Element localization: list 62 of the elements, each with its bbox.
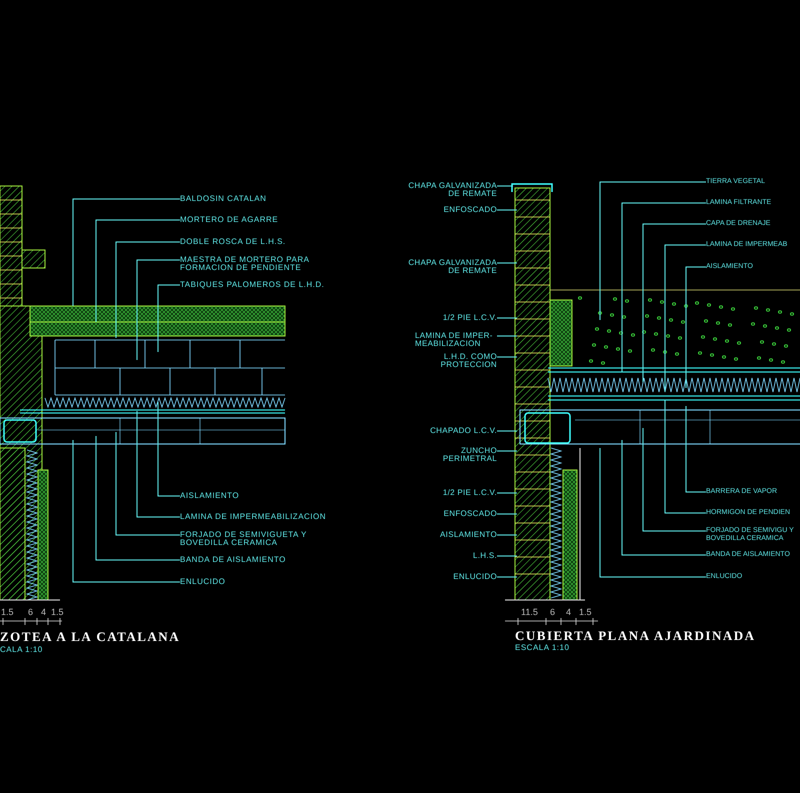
leader-line <box>622 440 706 556</box>
callout-label: L.H.D. COMO PROTECCION <box>435 353 497 369</box>
callout-label: L.H.S. <box>405 552 497 560</box>
leader-line <box>622 202 706 372</box>
dimension-value: 1.5 <box>51 607 64 617</box>
callout-label: AISLAMIENTO <box>180 492 355 500</box>
callout-label: CHAPA GALVANIZADA DE REMATE <box>405 259 497 275</box>
leader-line <box>136 410 180 518</box>
leader-line <box>686 266 706 388</box>
dimension-value: 6 <box>550 607 556 617</box>
leader-line <box>136 260 180 360</box>
scale-note: CALA 1:10 <box>0 645 43 654</box>
callout-label: AISLAMIENTO <box>405 531 497 539</box>
callout-label: ENFOSCADO <box>405 206 497 214</box>
leader-line <box>600 448 706 578</box>
leader-line <box>96 436 180 560</box>
leader-line <box>686 406 706 492</box>
callout-label: 1/2 PIE L.C.V. <box>405 489 497 497</box>
leader-line <box>496 492 518 494</box>
dimension-value: 1.5 <box>579 607 592 617</box>
leader-line <box>96 220 180 322</box>
leader-line <box>72 440 180 582</box>
callout-label: FORJADO DE SEMIVIGUETA Y BOVEDILLA CERAMICA <box>180 531 320 547</box>
leader-line <box>664 400 706 514</box>
callout-label: ZUNCHO PERIMETRAL <box>405 447 497 463</box>
leader-line <box>116 432 180 536</box>
leader-line <box>600 182 706 320</box>
callout-label: CHAPA GALVANIZADA DE REMATE <box>405 182 497 198</box>
callout-label: ENLUCIDO <box>180 578 355 586</box>
callout-label: MAESTRA DE MORTERO PARA FORMACION DE PENDIENTE <box>180 256 325 272</box>
leader-line <box>158 402 180 496</box>
leader-line <box>496 262 518 264</box>
dimension-value: 11.5 <box>521 607 538 617</box>
dimension-value: 1.5 <box>1 607 14 617</box>
leader-line <box>158 284 180 352</box>
leader-line <box>496 430 518 432</box>
leader-line <box>496 356 518 358</box>
dimension-value: 4 <box>41 607 46 617</box>
leader-line <box>116 242 180 338</box>
leader-line <box>496 534 518 536</box>
dimension-value: 4 <box>566 607 572 617</box>
leader-line <box>496 450 518 452</box>
callout-label: ENLUCIDO <box>405 573 497 581</box>
callout-label: LAMINA DE IMPERMEABILIZACION <box>180 513 355 521</box>
leader-line <box>642 428 706 532</box>
leader-line <box>664 244 706 392</box>
callout-label: ENFOSCADO <box>405 510 497 518</box>
callout-label: BALDOSIN CATALAN <box>180 195 355 203</box>
leader-line <box>642 224 706 382</box>
callout-label: LAMINA DE IMPER-MEABILIZACION <box>415 332 497 348</box>
callout-label: DOBLE ROSCA DE L.H.S. <box>180 238 355 246</box>
callout-label: MORTERO DE AGARRE <box>180 216 355 224</box>
drawing-title: CUBIERTA PLANA AJARDINADA <box>515 629 756 643</box>
callout-label: 1/2 PIE L.C.V. <box>405 314 497 322</box>
leader-line <box>72 198 180 306</box>
callout-label: BANDA DE AISLAMIENTO <box>180 556 355 564</box>
scale-note: ESCALA 1:10 <box>515 643 570 652</box>
callout-label: CHAPADO L.C.V. <box>405 427 497 435</box>
callout-label: TABIQUES PALOMEROS DE L.H.D. <box>180 281 355 289</box>
dimension-value: 6 <box>28 607 34 617</box>
leader-line <box>496 576 518 578</box>
drawing-title: ZOTEA A LA CATALANA <box>0 630 180 644</box>
